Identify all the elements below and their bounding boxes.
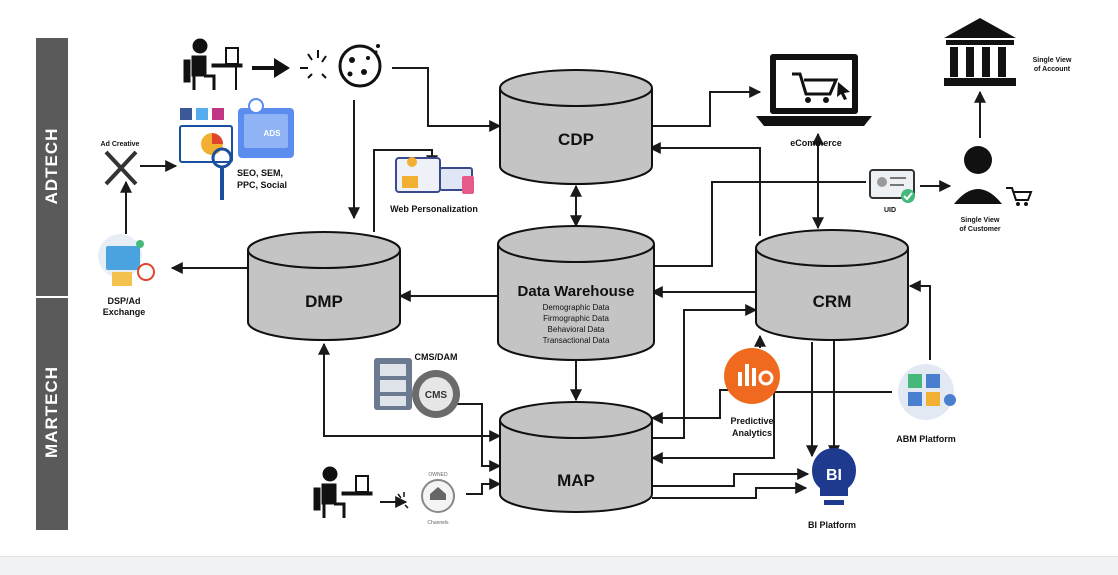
predictive-label-2: Analytics	[732, 428, 772, 438]
bank-account-icon	[944, 18, 1016, 86]
dw-line-behavioral: Behavioral Data	[548, 325, 605, 334]
cms-gear-icon: CMS	[412, 370, 460, 418]
crm-cylinder[interactable]: CRM	[755, 229, 909, 341]
dmp-cylinder[interactable]: DMP	[247, 231, 401, 341]
map-label: MAP	[557, 471, 595, 490]
owned-label: OWNED	[428, 472, 448, 478]
ecommerce-laptop-icon[interactable]	[756, 54, 872, 126]
cms-gear-text: CMS	[425, 390, 448, 401]
dw-line-demographic: Demographic Data	[543, 303, 610, 312]
ads-text: ADS	[264, 129, 282, 138]
dsp-label-1: DSP/Ad	[107, 296, 140, 306]
cdp-label: CDP	[558, 130, 594, 149]
predictive-analytics-icon[interactable]	[724, 348, 780, 404]
cms-cabinet-icon	[374, 358, 412, 410]
social-icons	[180, 108, 224, 120]
arrow-owned-map	[466, 478, 502, 495]
cookie-icon	[338, 44, 382, 88]
ad-creative-label: Ad Creative	[101, 141, 140, 148]
arrow-map-crm	[652, 304, 758, 439]
bi-icon-text: BI	[826, 467, 842, 484]
cdp-cylinder[interactable]: CDP	[499, 69, 653, 185]
data-warehouse-cylinder[interactable]: Data Warehouse Demographic Data Firmogra…	[497, 225, 655, 361]
single-view-customer-2: of Customer	[959, 226, 1001, 233]
web-personalization-label: Web Personalization	[390, 204, 478, 214]
uid-label: UID	[884, 207, 896, 214]
ppc-label: PPC, Social	[237, 180, 287, 190]
predictive-label-1: Predictive	[730, 416, 773, 426]
channels-label: Channels	[427, 520, 449, 526]
arrow-cdp-ecommerce	[650, 86, 762, 127]
ad-creative-icon	[104, 150, 138, 186]
abm-platform-icon[interactable]	[898, 364, 956, 420]
arrow-cms-map	[456, 403, 502, 472]
seo-label: SEO, SEM,	[237, 168, 283, 178]
arrow-dmp-map	[318, 342, 502, 442]
bi-platform-icon[interactable]: BI	[812, 448, 856, 505]
arrow-map-bi	[652, 468, 810, 487]
click-burst-icon	[300, 50, 327, 79]
click-burst-bottom-icon	[395, 492, 409, 509]
customer-icon	[954, 146, 1033, 206]
dw-line-firmographic: Firmographic Data	[543, 314, 609, 323]
dsp-label-2: Exchange	[103, 307, 146, 317]
uid-card-icon	[869, 169, 915, 203]
single-view-customer-1: Single View	[961, 217, 1000, 224]
bi-platform-label: BI Platform	[808, 520, 856, 530]
dmp-label: DMP	[305, 292, 343, 311]
person-at-desk-icon	[183, 38, 243, 90]
owned-channels-icon	[421, 479, 455, 513]
ads-screen-icon: ADS	[238, 98, 294, 158]
arrow-uid-dw	[650, 181, 866, 267]
martech-band: MARTECH	[36, 298, 68, 530]
adtech-band: ADTECH	[36, 38, 68, 296]
dw-line-transactional: Transactional Data	[543, 336, 610, 345]
footer-bar	[0, 556, 1118, 575]
abm-label: ABM Platform	[896, 434, 956, 444]
web-personalization-icon	[395, 157, 474, 194]
ecommerce-label: eCommerce	[790, 138, 842, 148]
single-view-account-2: of Account	[1034, 66, 1071, 73]
map-cylinder[interactable]: MAP	[499, 401, 653, 513]
arrow-right-icon	[252, 58, 290, 78]
arrow-abm-crm	[908, 280, 931, 360]
person-at-desk-bottom-icon	[313, 466, 373, 518]
connectors	[120, 67, 986, 508]
crm-label: CRM	[813, 292, 852, 311]
single-view-account-1: Single View	[1033, 57, 1072, 64]
arrow-crm-cdp	[648, 142, 761, 236]
dsp-exchange-icon	[98, 234, 155, 286]
cms-dam-label: CMS/DAM	[415, 352, 458, 362]
arrow-map-bi-2	[652, 482, 808, 499]
arrow-cookie-cdp	[392, 67, 502, 132]
data-warehouse-title: Data Warehouse	[518, 283, 635, 300]
analytics-board-icon	[179, 125, 233, 200]
arrow-predictive-map	[650, 389, 736, 424]
